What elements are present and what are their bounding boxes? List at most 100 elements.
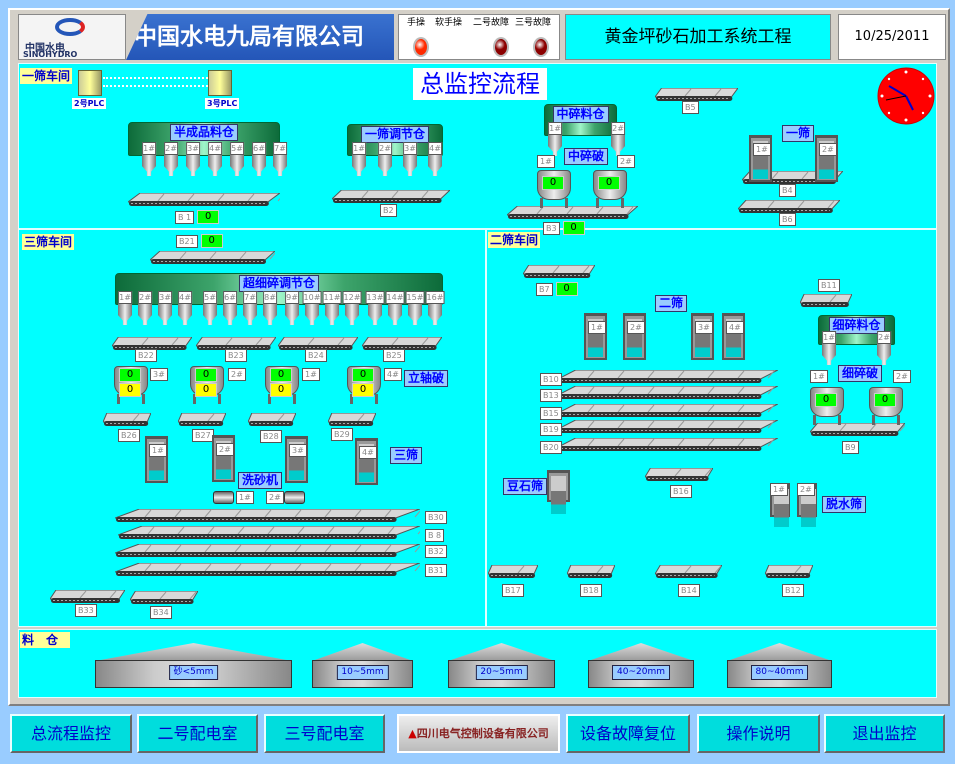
feeder-port-label: 15# (405, 291, 425, 304)
conveyor-label: B11 (818, 279, 840, 292)
conveyor-belt[interactable] (103, 413, 151, 427)
crusher-id-label: 2# (228, 368, 246, 381)
conveyor-tag: B29 (331, 428, 353, 441)
conveyor-label: B9 (842, 441, 859, 454)
screen-group-name: 豆石筛 (503, 478, 548, 495)
storage-silo[interactable]: 40~20mm (588, 643, 694, 689)
crusher-value: 0 (598, 176, 620, 190)
conveyor-label: B34 (150, 606, 172, 619)
crusher-value-secondary: 0 (352, 383, 374, 397)
conveyor-belt[interactable] (523, 265, 595, 279)
conveyor-belt[interactable] (655, 565, 722, 579)
conveyor-tag: B19 (540, 423, 562, 436)
conveyor-belt[interactable] (558, 420, 778, 434)
conveyor-belt[interactable] (248, 413, 296, 427)
lamp-label: 手操 (407, 18, 426, 28)
conveyor-label: B14 (678, 584, 700, 597)
conveyor-label: B15 (540, 407, 562, 420)
storage-silo[interactable]: 80~40mm (727, 643, 832, 689)
conveyor-belt[interactable] (115, 544, 420, 558)
nav-button[interactable]: 三号配电室 (264, 714, 385, 753)
conveyor-belt[interactable] (810, 423, 905, 437)
conveyor-belt[interactable] (112, 337, 192, 351)
crusher-id-label: 2# (893, 370, 911, 383)
screen-id-label: 1# (149, 444, 167, 457)
plc-icon[interactable] (208, 70, 232, 96)
plc-icon[interactable] (78, 70, 102, 96)
conveyor-label: B33 (75, 604, 97, 617)
conveyor-belt[interactable] (332, 190, 450, 204)
screen-id-label: 2# (819, 143, 837, 156)
conveyor-belt[interactable] (488, 565, 538, 579)
conveyor-tag: B11 (818, 279, 840, 292)
plc-link-line (103, 77, 208, 79)
conveyor-label: B7 (536, 282, 553, 296)
conveyor-tag: B4 (779, 184, 796, 197)
conveyor-belt[interactable] (50, 590, 125, 604)
lamp-label: 三号故障 (515, 18, 552, 28)
conveyor-belt[interactable] (800, 294, 852, 308)
nav-button[interactable]: 设备故障复位 (566, 714, 690, 753)
conveyor-belt[interactable] (558, 370, 778, 384)
conveyor-belt[interactable] (178, 413, 226, 427)
storage-silo[interactable]: 20~5mm (448, 643, 555, 689)
conveyor-label: B17 (502, 584, 524, 597)
conveyor-belt[interactable] (738, 200, 840, 214)
storage-silo[interactable]: 砂<5mm (95, 643, 292, 689)
feeder-port-label: 3# (186, 142, 200, 155)
conveyor-label: B2 (380, 204, 397, 217)
washer-id-label: 2# (266, 491, 284, 504)
section-label-silos: 料 仓 (20, 632, 70, 648)
nav-button[interactable]: 退出监控 (824, 714, 945, 753)
conveyor-belt[interactable] (655, 88, 738, 102)
sand-washer[interactable] (284, 491, 305, 504)
conveyor-belt[interactable] (130, 591, 198, 605)
conveyor-label: B 8 (425, 529, 445, 542)
conveyor-belt[interactable] (128, 193, 280, 207)
conveyor-belt[interactable] (645, 468, 713, 482)
washer-name: 洗砂机 (238, 472, 283, 489)
sand-washer[interactable] (213, 491, 234, 504)
status-lamps-panel: 手操软手操二号故障三号故障 (398, 14, 560, 60)
conveyor-belt[interactable] (328, 413, 376, 427)
conveyor-belt[interactable] (278, 337, 358, 351)
conveyor-belt[interactable] (115, 563, 420, 577)
silo-label: 10~5mm (336, 665, 389, 680)
feeder-port-label: 1# (822, 331, 836, 344)
conveyor-tag: B25 (383, 349, 405, 362)
vendor-logo: ▲四川电气控制设备有限公司 (397, 714, 560, 753)
conveyor-belt[interactable] (118, 526, 420, 540)
bin-name: 细碎料仓 (828, 317, 885, 334)
conveyor-tag: B18 (580, 584, 602, 597)
conveyor-label: B31 (425, 564, 447, 577)
storage-silo[interactable]: 10~5mm (312, 643, 413, 689)
conveyor-belt[interactable] (558, 386, 778, 400)
crusher-value-secondary: 0 (119, 383, 141, 397)
feeder-port-label: 12# (342, 291, 362, 304)
conveyor-belt[interactable] (196, 337, 276, 351)
conveyor-belt[interactable] (150, 251, 275, 265)
conveyor-status-value: 0 (197, 210, 220, 224)
nav-button[interactable]: 二号配电室 (137, 714, 258, 753)
conveyor-belt[interactable] (362, 337, 442, 351)
conveyor-belt[interactable] (558, 438, 778, 452)
conveyor-belt[interactable] (558, 404, 778, 418)
conveyor-label: B23 (225, 349, 247, 362)
screen-id-label: 2# (797, 483, 815, 496)
vibrating-screen[interactable] (547, 470, 570, 514)
conveyor-belt[interactable] (567, 565, 615, 579)
conveyor-label: B30 (425, 511, 447, 524)
feeder-port-label: 1# (142, 142, 156, 155)
conveyor-label: B12 (782, 584, 804, 597)
conveyor-belt[interactable] (765, 565, 813, 579)
conveyor-label: B29 (331, 428, 353, 441)
conveyor-label: B19 (540, 423, 562, 436)
conveyor-label: B22 (135, 349, 157, 362)
conveyor-belt[interactable] (115, 509, 420, 523)
nav-button[interactable]: 总流程监控 (10, 714, 132, 753)
conveyor-belt[interactable] (507, 206, 638, 220)
plc-link-line (103, 85, 208, 87)
nav-button[interactable]: 操作说明 (697, 714, 820, 753)
conveyor-tag: B 8 (425, 529, 445, 542)
